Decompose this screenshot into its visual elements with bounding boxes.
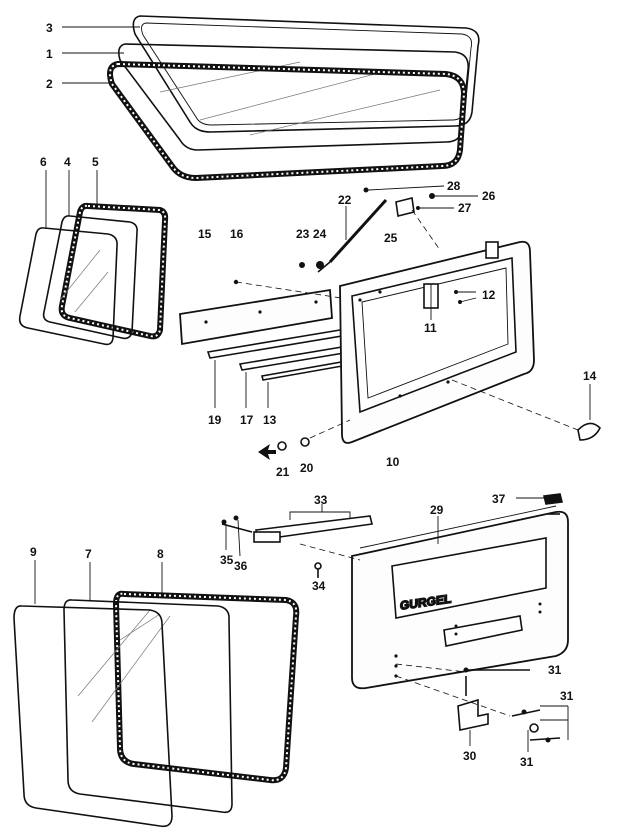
roof-window-assembly [62,15,480,181]
callout-2: 2 [46,77,53,91]
callout-27: 27 [458,201,472,215]
callout-28: 28 [447,179,461,193]
callout-22: 22 [338,193,352,207]
callout-34: 34 [312,579,326,593]
callout-5: 5 [92,155,99,169]
side-gasket-part-5 [58,202,169,340]
callout-16: 16 [230,227,244,241]
callout-14: 14 [583,369,597,383]
callout-23: 23 [296,227,310,241]
tailgate-assembly: GURGEL [221,493,569,752]
callout-24: 24 [313,227,327,241]
callout-21: 21 [276,465,290,479]
callout-4: 4 [64,155,71,169]
washer-part-24 [316,261,324,269]
callout-17: 17 [240,413,254,427]
handle-part-37 [543,493,563,505]
callout-29: 29 [430,503,444,517]
roof-glass-part-3 [132,15,480,133]
washer-part-21 [277,441,287,451]
gas-strut-part-22 [328,198,388,264]
callout-10: 10 [386,455,400,469]
callout-25: 25 [384,231,398,245]
callout-26: 26 [482,189,496,203]
callout-31-right: 31 [560,689,574,703]
side-outer-glass-part-6 [18,227,118,346]
callout-13: 13 [263,413,277,427]
callout-9: 9 [30,545,37,559]
bracket-part-25 [395,197,415,217]
screw-part-35 [221,519,227,525]
tailgate-hinge-part-30 [457,698,489,731]
side-window-assembly [18,170,169,346]
callout-15: 15 [198,227,212,241]
logo-emboss [391,537,547,619]
callout-7: 7 [85,547,92,561]
rear-glass-part-7 [63,599,233,814]
screw-part-34 [314,562,322,570]
callout-31-bottom: 31 [520,755,534,769]
nut-part-26 [429,193,435,199]
screw-part-36 [233,515,239,521]
callout-35: 35 [220,553,234,567]
knob-part-14 [577,422,601,441]
callout-1: 1 [46,47,53,61]
rear-window-assembly [13,560,300,828]
screw-part-28 [363,187,369,193]
callout-31-top: 31 [548,663,562,677]
callout-3: 3 [46,21,53,35]
rear-gasket-part-8 [113,590,300,784]
callout-6: 6 [40,155,47,169]
callout-12: 12 [482,288,496,302]
callout-20: 20 [300,461,314,475]
callout-19: 19 [208,413,222,427]
nut-part-23 [299,262,305,268]
nut-part-20 [300,437,310,447]
callout-8: 8 [157,547,164,561]
callout-36: 36 [234,559,248,573]
callout-11: 11 [424,321,437,335]
rear-outer-glass-part-9 [13,605,173,828]
liftgate-assembly [179,185,601,460]
side-glass-part-4 [42,215,138,340]
roof-inner-glass-part-1 [118,43,470,151]
callout-37: 37 [492,492,506,506]
screw-part-27 [416,206,420,210]
callout-33: 33 [314,493,328,507]
callout-30: 30 [463,749,477,763]
plate-part-15 [179,288,333,346]
callout-numbers: 3 1 2 6 4 5 28 26 22 27 15 16 23 24 25 1… [30,21,597,769]
